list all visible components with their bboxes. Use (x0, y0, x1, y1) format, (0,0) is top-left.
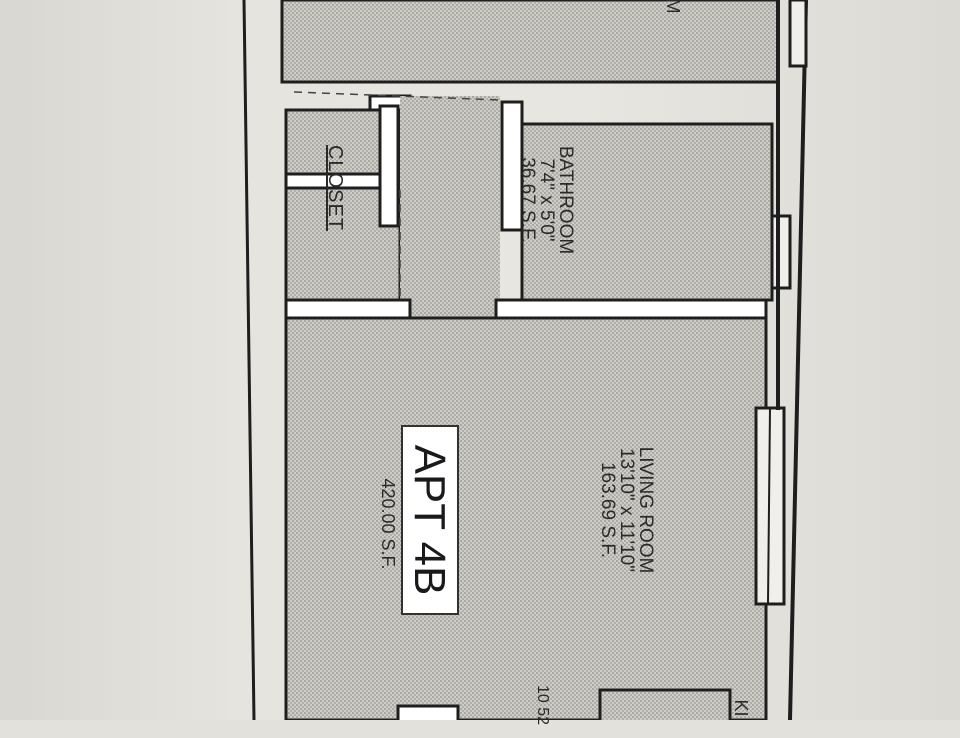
top-room-area (280, 0, 780, 84)
unit-name-tag: APT 4B (401, 425, 459, 615)
closet-name: CLOSET (324, 144, 346, 232)
floor-plan (242, 0, 808, 720)
bathroom-name: BATHROOM (555, 145, 576, 255)
bathroom-dimensions: 7'4" x 5'0" (536, 158, 557, 242)
hallway-area (400, 96, 500, 318)
closet-partition-vertical (378, 104, 400, 228)
interior-wall (284, 298, 412, 320)
exterior-wall (788, 0, 808, 720)
door-threshold (293, 91, 501, 101)
bathroom-wall-stub (500, 100, 524, 232)
unit-area: 420.00 S.F. (378, 478, 398, 570)
closet-partition-horizontal (284, 172, 382, 190)
top-window (788, 0, 808, 68)
living-room-area (284, 316, 768, 720)
living-room-label: LIVING ROOM 13'10" x 11'10" 163.69 S.F. (585, 360, 656, 660)
bathroom-window (770, 214, 792, 290)
bottom-wall-stub (396, 704, 460, 720)
kitchen-partial-label: KI (731, 699, 751, 717)
closet-label: CLOSET (319, 118, 346, 258)
living-room-name: LIVING ROOM (635, 446, 656, 574)
exterior-line (242, 0, 256, 720)
living-room-area-text: 163.69 S.F. (597, 461, 618, 559)
living-room-dimensions: 13'10" x 11'10" (616, 448, 637, 572)
bathroom-area-text: 36.67 S.F. (517, 157, 538, 243)
kitchen-partial-area (598, 688, 732, 720)
partial-numbers-label: 10 52 (534, 684, 551, 726)
bathroom-label: BATHROOM 7'4" x 5'0" 36.67 S.F. (505, 70, 576, 330)
top-room-partial-label: M (663, 0, 683, 14)
window-pane (767, 407, 771, 605)
bathroom-area (520, 122, 774, 302)
